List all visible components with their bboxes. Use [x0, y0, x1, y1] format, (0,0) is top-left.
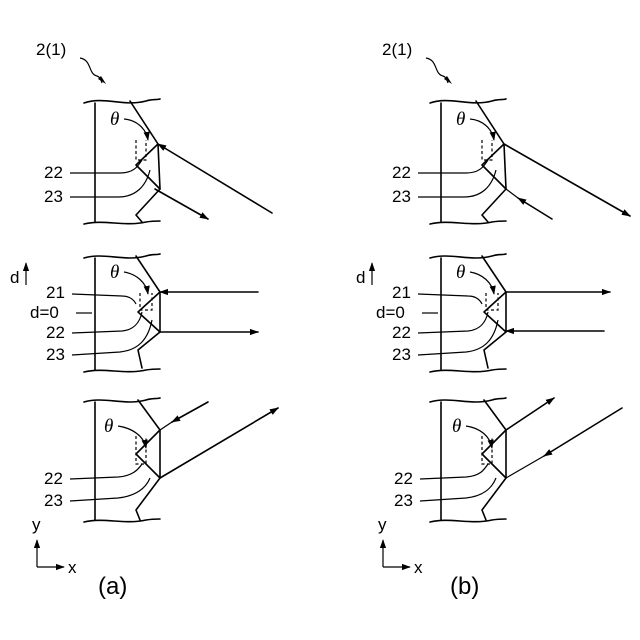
theta-leader — [470, 272, 494, 294]
row-1-top: θ 22 23 — [44, 99, 272, 224]
prism-sawtooth — [136, 400, 160, 520]
panel-b: 2(1) θ 22 23 — [356, 40, 630, 600]
leader-23 — [420, 478, 496, 501]
leader-22 — [72, 312, 142, 333]
label-21: 21 — [46, 283, 65, 302]
axis-y-label: y — [378, 515, 387, 534]
outgoing-ray — [504, 144, 630, 216]
label-23: 23 — [392, 345, 411, 364]
theta-leader — [124, 272, 148, 294]
incoming-ray-tail — [506, 456, 544, 478]
row-2-middle: θ d 21 d=0 22 23 — [10, 254, 258, 372]
xy-axes: y x — [378, 515, 423, 577]
theta-label: θ — [456, 109, 465, 130]
leader-22 — [418, 160, 488, 173]
label-23: 23 — [44, 491, 63, 510]
xy-axes: y x — [32, 515, 77, 577]
panel-caption: (a) — [98, 573, 127, 600]
leader-23 — [70, 170, 150, 197]
axis-y-label: y — [32, 515, 41, 534]
label-d0: d=0 — [30, 303, 59, 322]
row-3-bottom: θ 22 23 — [394, 398, 622, 522]
axis-x-label: x — [68, 558, 77, 577]
reference-label: 2(1) — [36, 40, 66, 59]
theta-leader — [118, 426, 146, 448]
label-23: 23 — [46, 345, 65, 364]
panel-a: 2(1) θ 22 23 θ — [10, 40, 278, 600]
d-axis-label: d — [356, 268, 365, 287]
theta-label: θ — [456, 262, 465, 283]
leader-21 — [72, 294, 136, 304]
label-22: 22 — [44, 163, 63, 182]
theta-label: θ — [110, 262, 119, 283]
row-1-top: θ 22 23 — [392, 99, 630, 224]
panel-caption: (b) — [450, 573, 479, 600]
leader-23 — [418, 170, 496, 197]
leader-21 — [418, 294, 482, 304]
facet-line — [158, 144, 160, 189]
prism-sawtooth — [130, 101, 160, 222]
theta-label: θ — [104, 416, 113, 437]
label-23: 23 — [394, 491, 413, 510]
row-3-bottom: θ 22 23 — [44, 398, 278, 522]
leader-23 — [418, 320, 498, 355]
prism-sawtooth — [482, 400, 506, 520]
incoming-ray — [544, 408, 622, 456]
label-22: 22 — [392, 323, 411, 342]
theta-label: θ — [452, 416, 461, 437]
d-axis-label: d — [10, 268, 19, 287]
reference-label: 2(1) — [382, 40, 412, 59]
label-22: 22 — [394, 469, 413, 488]
prism-sawtooth — [482, 256, 506, 368]
leader-22 — [70, 464, 142, 479]
label-d0: d=0 — [376, 303, 405, 322]
leader-22 — [418, 312, 488, 333]
incident-ray — [172, 402, 208, 422]
refracted-ray — [155, 189, 208, 219]
leader-23 — [72, 320, 152, 355]
prism-sawtooth — [476, 101, 506, 222]
theta-label: θ — [110, 109, 119, 130]
incoming-ray — [518, 198, 552, 219]
axis-x-label: x — [414, 558, 423, 577]
incident-ray-tail — [160, 422, 172, 430]
label-22: 22 — [46, 323, 65, 342]
prism-sawtooth — [136, 256, 160, 368]
label-22: 22 — [44, 469, 63, 488]
theta-leader — [466, 426, 492, 448]
label-23: 23 — [44, 187, 63, 206]
incoming-ray-tail — [506, 189, 518, 198]
row-2-middle: θ d 21 d=0 22 23 — [356, 254, 610, 372]
outgoing-ray — [506, 398, 554, 430]
facet-line — [504, 144, 506, 189]
leader-23 — [70, 478, 150, 501]
leader-22 — [70, 160, 142, 173]
label-22: 22 — [392, 163, 411, 182]
incident-ray — [158, 144, 272, 213]
label-23: 23 — [392, 187, 411, 206]
label-21: 21 — [392, 283, 411, 302]
leader-22 — [420, 464, 488, 479]
